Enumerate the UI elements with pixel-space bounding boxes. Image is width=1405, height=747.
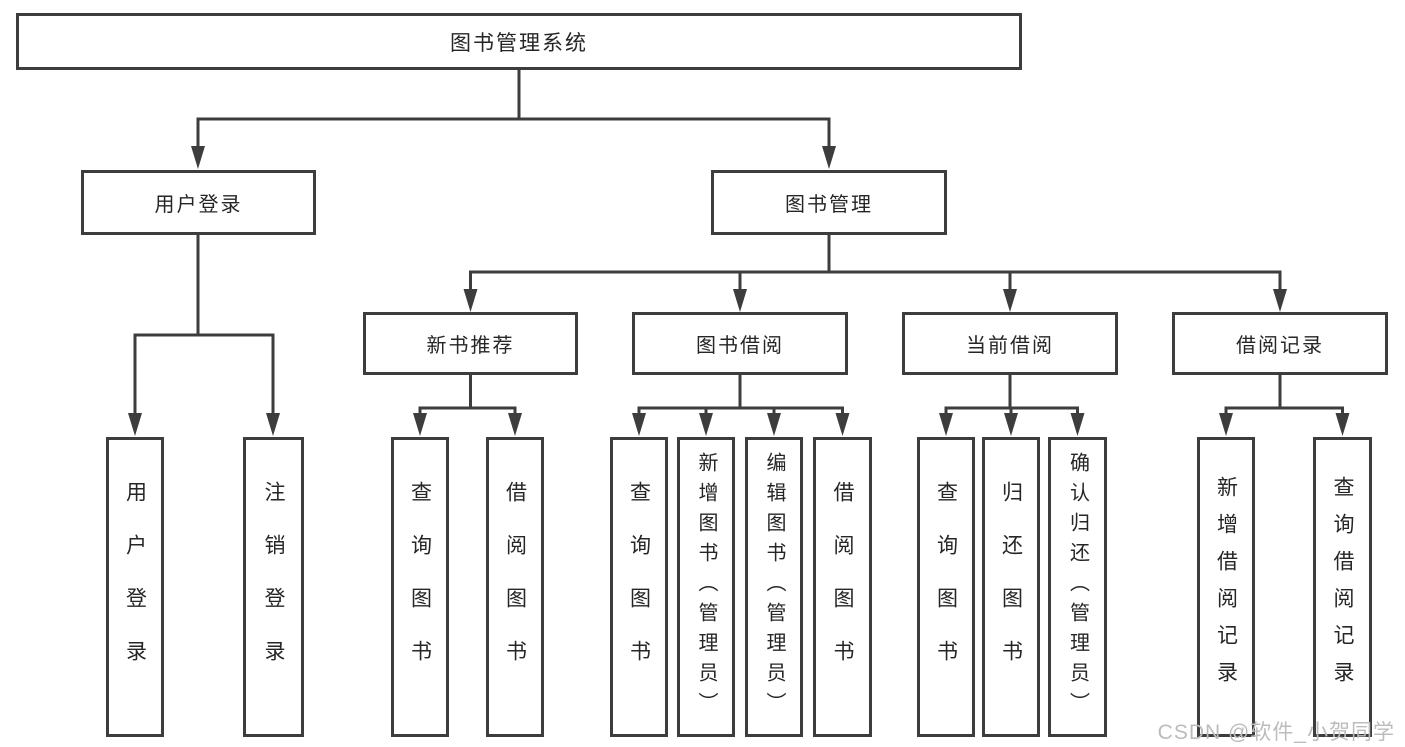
node-user-login: 用户登录 xyxy=(81,170,316,235)
node-user-login-label: 用户登录 xyxy=(154,194,243,216)
leaf-query-book-1: 查询图书 xyxy=(391,437,449,737)
leaf-query-book-3-label: 查询图书 xyxy=(934,481,958,693)
node-borrow-record-label: 借阅记录 xyxy=(1236,335,1324,357)
leaf-edit-book-admin-label: 编辑图书（管理员） xyxy=(763,452,785,722)
node-book-management: 图书管理 xyxy=(711,170,947,235)
node-root: 图书管理系统 xyxy=(16,13,1022,70)
leaf-edit-book-admin: 编辑图书（管理员） xyxy=(745,437,803,737)
leaf-add-book-admin: 新增图书（管理员） xyxy=(677,437,735,737)
arrowheads xyxy=(128,146,1350,436)
leaf-query-borrow-record-label: 查询借阅记录 xyxy=(1331,476,1354,698)
node-current-borrow: 当前借阅 xyxy=(902,312,1118,375)
leaf-add-borrow-record: 新增借阅记录 xyxy=(1197,437,1255,737)
leaf-add-book-admin-label: 新增图书（管理员） xyxy=(695,452,717,722)
leaf-query-book-3: 查询图书 xyxy=(917,437,975,737)
leaf-query-book-2: 查询图书 xyxy=(610,437,668,737)
node-root-label: 图书管理系统 xyxy=(450,31,588,55)
leaf-logout: 注销登录 xyxy=(243,437,304,737)
leaf-user-login: 用户登录 xyxy=(106,437,164,737)
connector-paths xyxy=(133,69,1344,429)
node-new-book-recommend: 新书推荐 xyxy=(363,312,578,375)
leaf-query-book-2-label: 查询图书 xyxy=(627,481,651,693)
leaf-user-login-label: 用户登录 xyxy=(123,481,147,693)
node-new-book-recommend-label: 新书推荐 xyxy=(426,335,515,357)
node-book-borrow-label: 图书借阅 xyxy=(696,335,784,357)
csdn-watermark: CSDN @软件_小贺同学 xyxy=(1157,721,1395,744)
leaf-query-book-1-label: 查询图书 xyxy=(408,481,432,693)
leaf-borrow-book-2-label: 借阅图书 xyxy=(831,481,854,693)
leaf-confirm-return-admin: 确认归还（管理员） xyxy=(1048,437,1107,737)
leaf-add-borrow-record-label: 新增借阅记录 xyxy=(1214,476,1238,698)
node-book-management-label: 图书管理 xyxy=(785,194,873,216)
leaf-logout-label: 注销登录 xyxy=(262,481,285,693)
leaf-query-borrow-record: 查询借阅记录 xyxy=(1313,437,1372,737)
leaf-return-book: 归还图书 xyxy=(982,437,1040,737)
leaf-return-book-label: 归还图书 xyxy=(999,481,1023,693)
leaf-borrow-book-1: 借阅图书 xyxy=(486,437,544,737)
leaf-borrow-book-2: 借阅图书 xyxy=(813,437,872,737)
node-current-borrow-label: 当前借阅 xyxy=(966,335,1054,357)
leaf-borrow-book-1-label: 借阅图书 xyxy=(503,481,527,693)
node-borrow-record: 借阅记录 xyxy=(1172,312,1388,375)
leaf-confirm-return-admin-label: 确认归还（管理员） xyxy=(1066,452,1089,722)
node-book-borrow: 图书借阅 xyxy=(632,312,848,375)
